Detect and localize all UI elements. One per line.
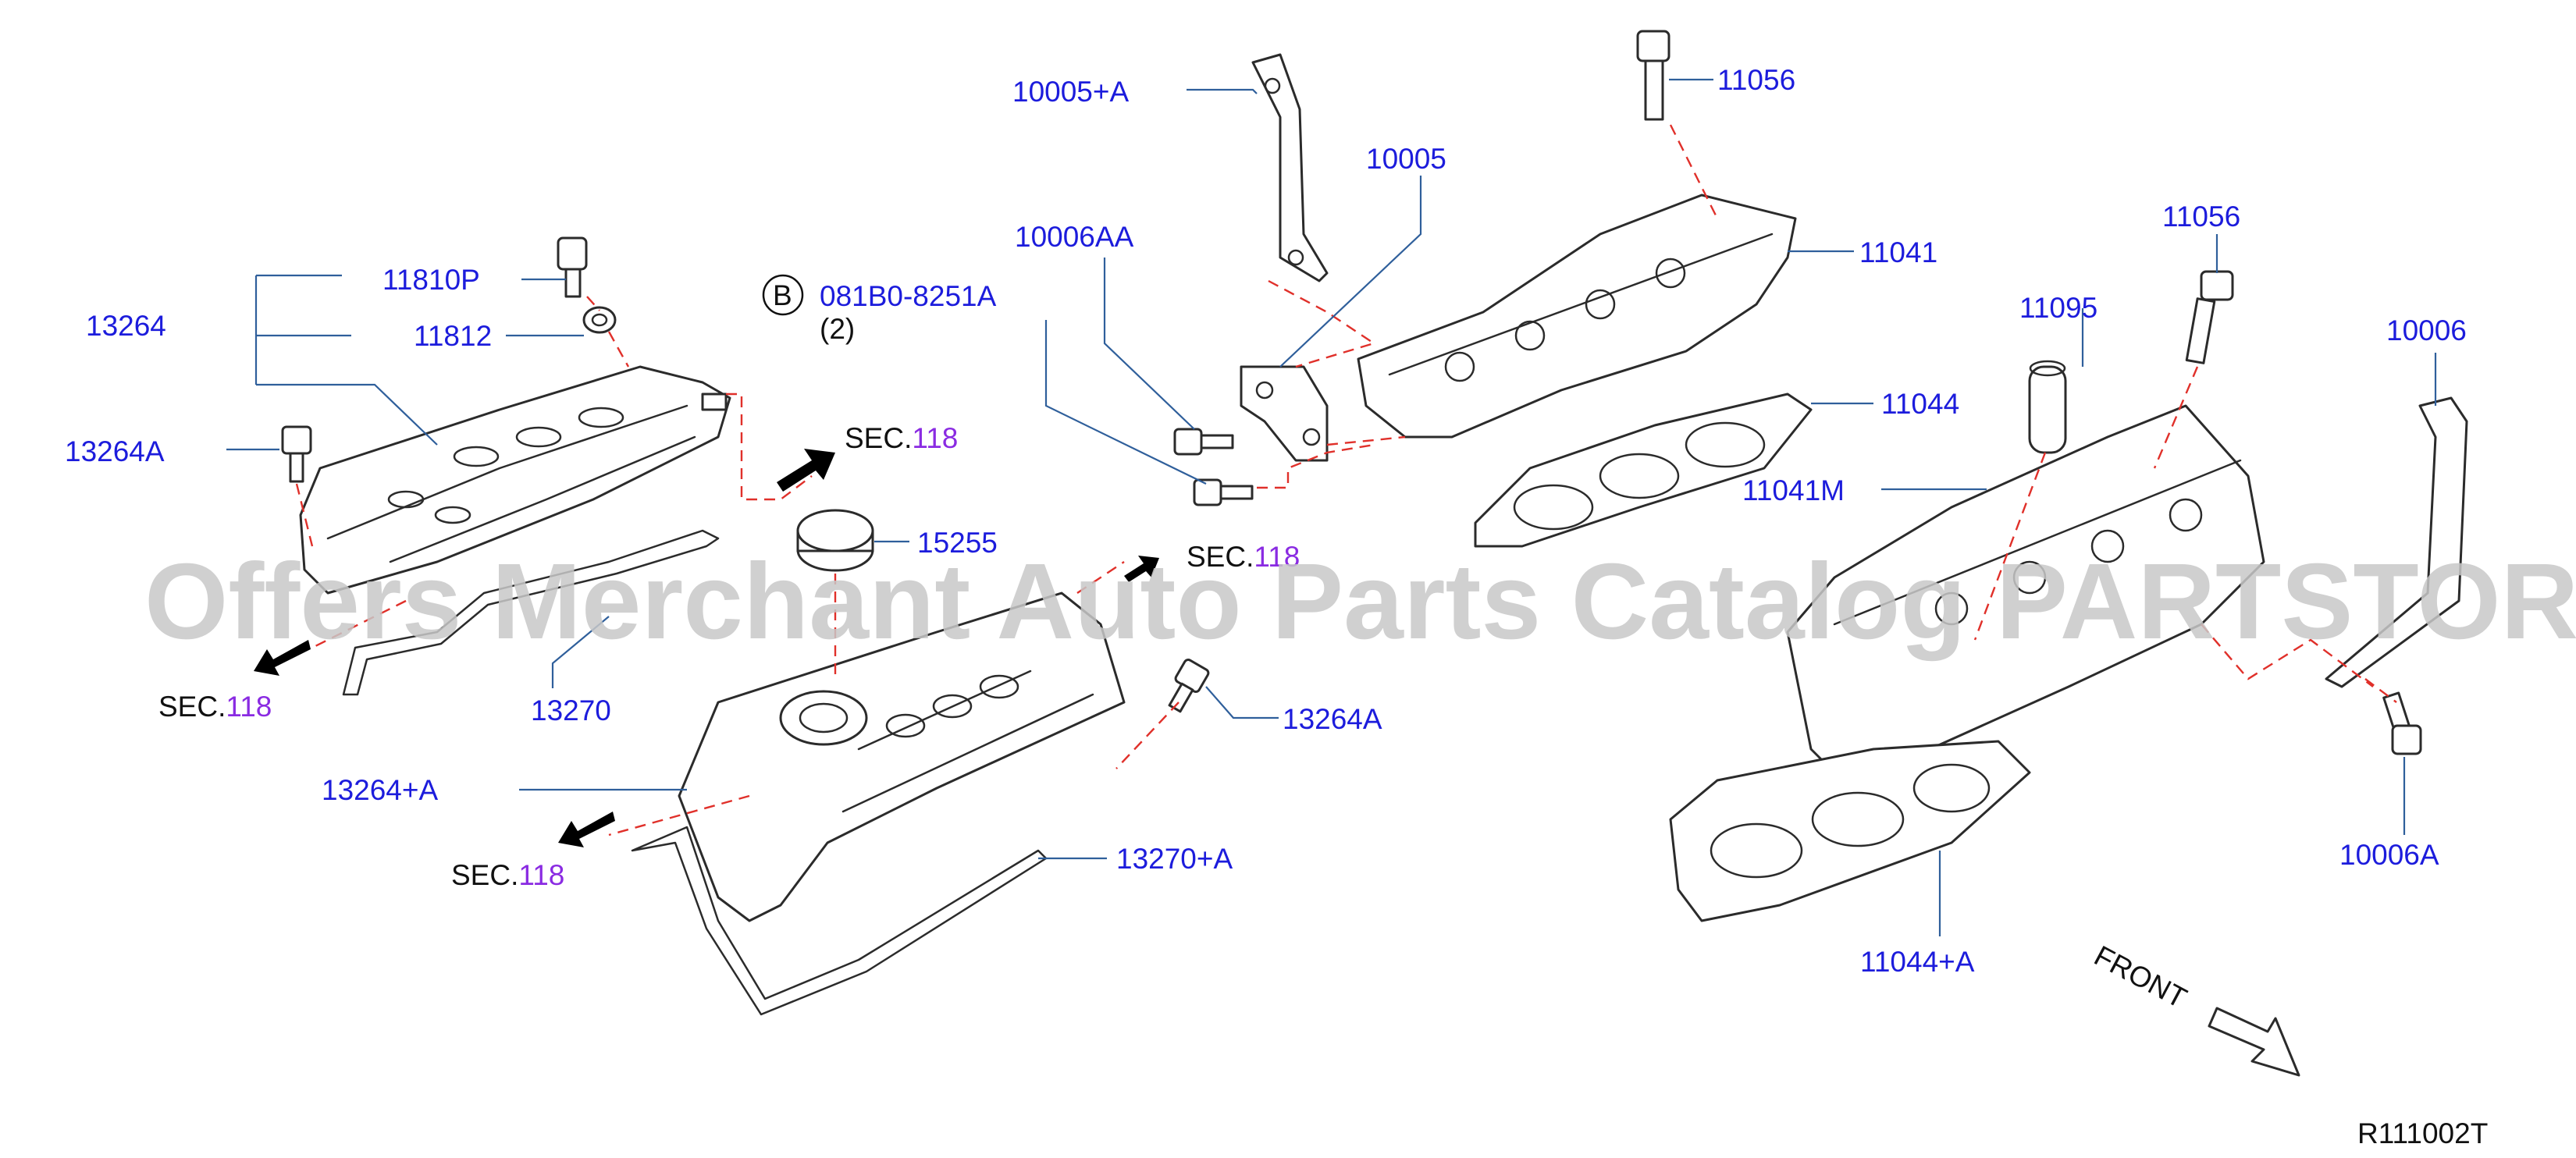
label-11056-top[interactable]: 11056	[1717, 64, 1795, 96]
label-13270[interactable]: 13270	[531, 694, 611, 726]
label-13264[interactable]: 13264	[86, 310, 166, 342]
label-11056-right[interactable]: 11056	[2162, 201, 2240, 233]
leader-lines	[226, 78, 2437, 936]
bolt-13264a-left	[281, 425, 312, 483]
label-10005[interactable]: 10005	[1366, 143, 1446, 175]
gasket-13270	[342, 529, 720, 696]
oil-filler-cap	[796, 509, 874, 572]
label-10006a[interactable]: 10006A	[2339, 839, 2439, 871]
callout-qty: (2)	[820, 313, 855, 345]
section-arrows	[254, 449, 1159, 847]
bolt-10006a	[2382, 691, 2422, 755]
bolt-11056-right	[2185, 270, 2234, 364]
label-10006aa[interactable]: 10006AA	[1015, 221, 1134, 253]
bolt-11056-top	[1636, 30, 1670, 121]
label-15255[interactable]: 15255	[917, 527, 998, 559]
bracket-10005a	[1251, 53, 1329, 282]
front-label: FRONT	[2089, 940, 2192, 1014]
arrow-icon-top	[777, 449, 835, 492]
label-13270pa[interactable]: 13270+A	[1116, 843, 1233, 875]
part-labels: 10005+A 10005 10006AA 11056 11041 11044 …	[65, 64, 2467, 978]
head-gasket-11044	[1474, 393, 1813, 548]
pcv-valve	[557, 236, 617, 334]
arrow-icon-left	[254, 640, 311, 676]
arrow-icon-mid	[1124, 556, 1159, 582]
label-10005a[interactable]: 10005+A	[1012, 76, 1129, 108]
bolt-10006aa	[1173, 428, 1234, 456]
label-11810p[interactable]: 11810P	[382, 264, 480, 296]
callout-symbol: B	[773, 279, 792, 311]
label-11044a[interactable]: 11044+A	[1860, 946, 1975, 978]
sec-ref-lower[interactable]: SEC.118	[451, 859, 564, 891]
sec-ref-left[interactable]: SEC.118	[158, 691, 272, 723]
rocker-cover-right	[678, 591, 1126, 922]
diagram-code: R111002T	[2357, 1117, 2488, 1149]
front-arrow-icon	[2208, 1007, 2300, 1077]
bolt-callout: B 081B0-8251A (2)	[762, 274, 997, 345]
arrow-icon-lower	[558, 812, 615, 847]
label-11041m[interactable]: 11041M	[1742, 474, 1845, 506]
watermark: Offers Merchant Auto Parts Catalog PARTS…	[144, 542, 2576, 662]
label-081b0[interactable]: 081B0-8251A	[820, 280, 997, 312]
label-10006[interactable]: 10006	[2386, 314, 2467, 346]
bracket-10006	[2325, 396, 2468, 688]
label-13264pa[interactable]: 13264+A	[322, 774, 438, 806]
label-11044[interactable]: 11044	[1881, 388, 1959, 420]
sec-ref-top[interactable]: SEC.118	[845, 422, 958, 454]
bolt-13264a-mid	[1168, 658, 1210, 713]
label-13264a-left[interactable]: 13264A	[65, 435, 165, 467]
label-13264a-mid[interactable]: 13264A	[1283, 703, 1382, 735]
dashed-connectors	[295, 124, 2397, 837]
rocker-cover-left	[299, 365, 731, 595]
dowel-11095	[2028, 360, 2067, 454]
cylinder-head-11041	[1357, 194, 1797, 439]
label-11095[interactable]: 11095	[2019, 292, 2097, 324]
label-11041[interactable]: 11041	[1859, 236, 1937, 268]
label-11812[interactable]: 11812	[414, 320, 492, 352]
bolt-081b0	[1193, 478, 1254, 506]
bracket-10005	[1240, 365, 1329, 462]
head-gasket-11044a	[1669, 740, 2031, 922]
sec-ref-mid[interactable]: SEC.118	[1187, 541, 1300, 573]
gasket-13270a	[631, 826, 1048, 1016]
